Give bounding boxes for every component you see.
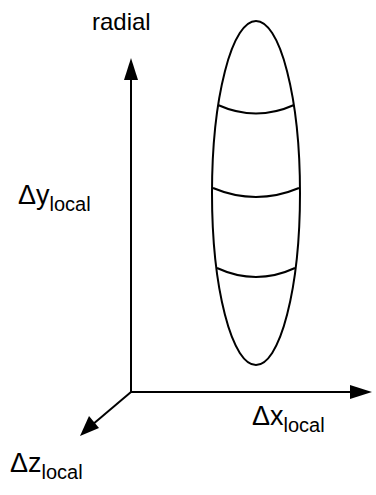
- y-arrowhead: [124, 58, 138, 80]
- segment-line: [217, 268, 295, 277]
- arrowheads: [80, 58, 372, 436]
- axis-lines: [92, 74, 356, 425]
- axis-label: Δxlocal: [252, 403, 325, 430]
- x-axis: [131, 391, 356, 393]
- z-arrowhead: [80, 416, 99, 436]
- y-axis: [130, 74, 132, 392]
- z-axis: [92, 392, 131, 425]
- x-arrowhead: [350, 385, 372, 399]
- ellipsoid-outline: [212, 21, 300, 365]
- ellipsoid: [212, 21, 300, 365]
- axis-label: radial: [92, 10, 151, 34]
- axis-label: Δylocal: [18, 182, 91, 209]
- segment-line: [213, 188, 299, 197]
- segment-line: [218, 105, 294, 114]
- axis-label: Δzlocal: [10, 450, 83, 477]
